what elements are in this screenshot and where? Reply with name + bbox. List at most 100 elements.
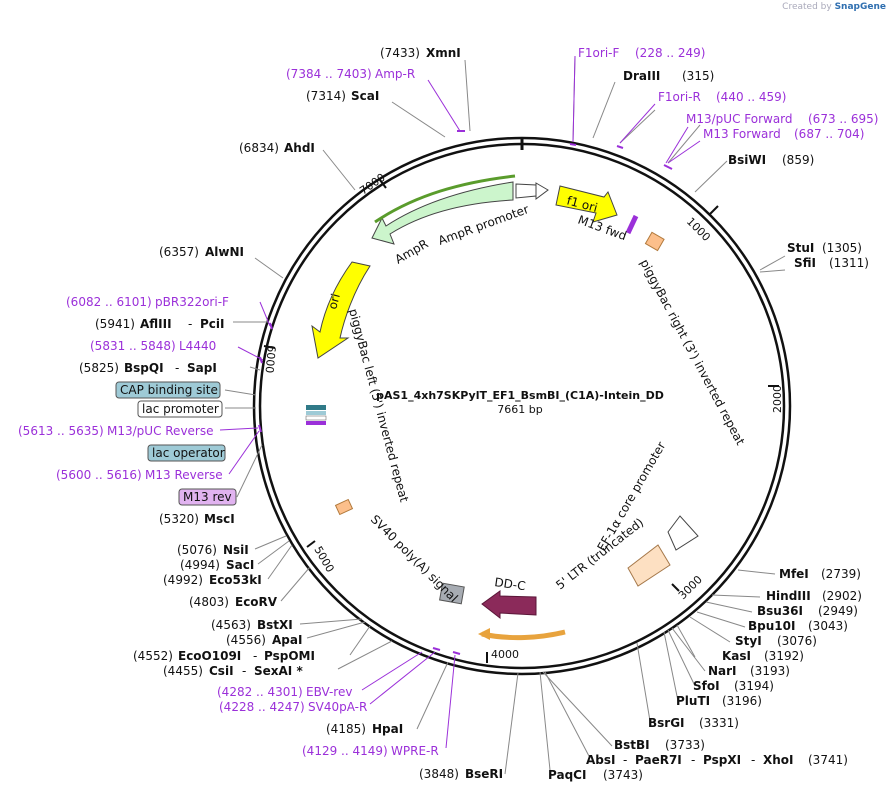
enzyme-csii[interactable]: CsiI [209,664,234,678]
left-pair-labels: (5941) AflIII - PciI (5825) BspQI - SapI… [79,317,315,678]
xhoi-dash2: - [691,753,695,767]
enzyme-nari[interactable]: NarI [708,664,737,678]
enzyme-bstbi[interactable]: BstBI [614,738,650,752]
enzyme-eco53ki[interactable]: Eco53kI [209,573,262,587]
primer-m13-puc-reverse[interactable]: M13/pUC Reverse [107,424,214,438]
enzyme-styi[interactable]: StyI [735,634,762,648]
enzyme-apai-pos: (4556) [226,633,266,647]
feature-orange-arrow [478,628,566,641]
enzyme-sfii[interactable]: SfiI [794,256,816,270]
enzyme-bsu36i[interactable]: Bsu36I [757,604,803,618]
lac-promoter-box[interactable]: lac promoter [137,400,223,418]
enzyme-apai[interactable]: ApaI [272,633,302,647]
enzyme-bstbi-pos: (3733) [665,738,705,752]
primer-f1ori-r[interactable]: F1ori-R [658,90,701,104]
enzyme-draiii[interactable]: DraIII [623,69,660,83]
m13-rev-box[interactable]: M13 rev [178,488,237,506]
enzyme-pcii[interactable]: PciI [200,317,225,331]
cap-binding-site-label: CAP binding site [120,383,218,397]
enzyme-hindiii[interactable]: HindIII [766,589,811,603]
enzyme-xmni-pos: (7433) [380,46,420,60]
enzyme-bseri[interactable]: BseRI [465,767,503,781]
primer-pbr322ori-f[interactable]: pBR322ori-F [155,295,229,309]
enzyme-scai-pos: (7314) [306,89,346,103]
enzyme-ecoo109i-pos: (4552) [133,649,173,663]
enzyme-sfoi[interactable]: SfoI [693,679,720,693]
tick-marks [263,179,779,663]
primer-amp-r-pos: (7384 .. 7403) [286,67,372,81]
enzyme-ahdi[interactable]: AhdI [284,141,315,155]
enzyme-bspqi-pos: (5825) [79,361,119,375]
enzyme-ecoo109i[interactable]: EcoO109I [178,649,241,663]
feature-piggybac-right: piggyBac right (3') inverted repeat [637,231,748,448]
enzyme-sapi[interactable]: SapI [187,361,217,375]
enzyme-eco53ki-pos: (4992) [163,573,203,587]
right-primer-leaders [572,55,701,164]
enzyme-ahdi-pos: (6834) [239,141,279,155]
primer-m13-reverse-pos: (5600 .. 5616) [56,468,142,482]
left-primer-leaders [219,79,461,749]
enzyme-bpu10i[interactable]: Bpu10I [748,619,795,633]
primer-m13-puc-forward[interactable]: M13/pUC Forward [686,112,793,126]
enzyme-nsii[interactable]: NsiI [223,543,249,557]
enzyme-xmni[interactable]: XmnI [426,46,461,60]
enzyme-hpai[interactable]: HpaI [372,722,403,736]
ddc-label: DD-C [494,575,527,593]
enzyme-afliii[interactable]: AflIII [140,317,172,331]
m13-rev-label: M13 rev [183,490,232,504]
enzyme-stui[interactable]: StuI [787,241,814,255]
plasmid-name: pAS1_4xh7SKPylT_EF1_BsmBI_(C1A)-Intein_D… [376,389,664,402]
enzyme-bstxi[interactable]: BstXI [257,618,293,632]
feature-lac-cluster [305,405,327,425]
enzyme-paqci[interactable]: PaqCI [548,768,586,782]
primer-ebv-rev[interactable]: EBV-rev [306,685,352,699]
enzyme-pspxi[interactable]: PspXI [703,753,741,767]
enzyme-bstxi-pos: (4563) [211,618,251,632]
enzyme-csii-pos: (4455) [163,664,203,678]
enzyme-scai[interactable]: ScaI [351,89,379,103]
primer-sv40pa-r[interactable]: SV40pA-R [308,700,367,714]
ampr-label: AmpR [393,237,431,267]
enzyme-saci[interactable]: SacI [226,558,254,572]
primer-f1ori-f-pos: (228 .. 249) [635,46,705,60]
enzyme-absi[interactable]: AbsI [586,753,615,767]
enzyme-alwni[interactable]: AlwNI [205,245,244,259]
enzyme-ecorv[interactable]: EcoRV [235,595,278,609]
lac-operator-label: lac operator [152,446,225,460]
enzyme-xhoi[interactable]: XhoI [763,753,794,767]
piggybac-right-label: piggyBac right (3') inverted repeat [637,257,747,448]
left-leaders [224,59,519,775]
enzyme-saci-pos: (4994) [180,558,220,572]
enzyme-sexai[interactable]: SexAI * [254,664,303,678]
primer-wpre-r[interactable]: WPRE-R [391,744,439,758]
primer-l4440-pos: (5831 .. 5848) [90,339,176,353]
primer-m13-reverse[interactable]: M13 Reverse [145,468,223,482]
enzyme-bsrgi[interactable]: BsrGI [648,716,685,730]
primer-amp-r[interactable]: Amp-R [375,67,415,81]
primer-l4440[interactable]: L4440 [179,339,216,353]
enzyme-bsiwi[interactable]: BsiWI [728,153,766,167]
tick-7000: 7000 [357,171,387,198]
enzyme-pluti[interactable]: PluTI [676,694,710,708]
feature-ori: ori [311,261,371,359]
enzyme-bspqi[interactable]: BspQI [124,361,164,375]
enzyme-kasi[interactable]: KasI [722,649,751,663]
credit-brand: SnapGene [834,2,886,12]
enzyme-stui-pos: (1305) [822,241,862,255]
cap-binding-site-box[interactable]: CAP binding site [115,381,221,399]
lac-operator-box[interactable]: lac operator [147,444,226,462]
ltr-label: 5' LTR (truncated) [553,515,646,592]
primer-m13-forward[interactable]: M13 Forward [703,127,781,141]
primer-m13-puc-reverse-pos: (5613 .. 5635) [18,424,104,438]
enzyme-pspomi[interactable]: PspOMI [264,649,315,663]
primer-sv40pa-r-pos: (4228 .. 4247) [219,700,305,714]
primer-f1ori-f[interactable]: F1ori-F [578,46,619,60]
enzyme-mfei-pos: (2739) [821,567,861,581]
enzyme-nsii-pos: (5076) [177,543,217,557]
enzyme-hpai-pos: (4185) [326,722,366,736]
enzyme-mfei[interactable]: MfeI [779,567,809,581]
enzyme-paer7i[interactable]: PaeR7I [635,753,682,767]
enzyme-msci[interactable]: MscI [204,512,235,526]
enzyme-bsrgi-pos: (3331) [699,716,739,730]
